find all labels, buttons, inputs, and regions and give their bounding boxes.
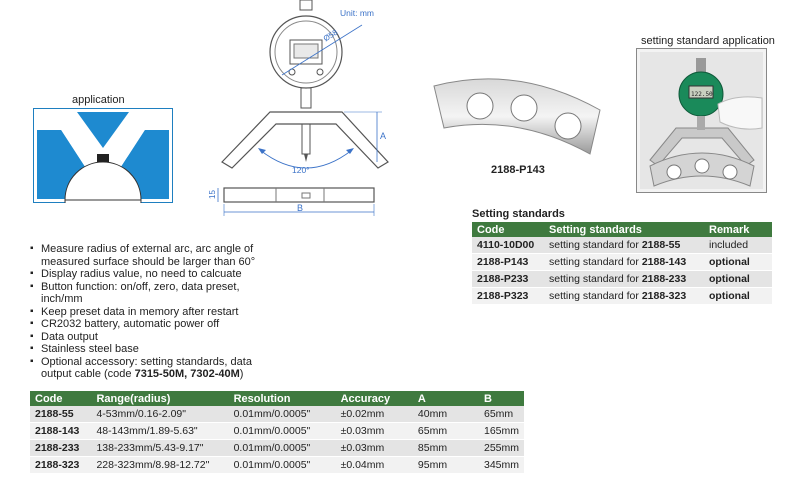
table-header: Code Setting standards Remark [472,222,772,237]
dim-b-label: B [297,203,304,213]
col-setting: Setting standards [544,222,704,237]
setting-application-label: setting standard application [641,35,775,47]
gauge-display: 122.50 [691,91,713,98]
setting-application-photo [636,48,767,193]
feature-item: CR2032 battery, automatic power off [30,318,275,331]
table-header: Code Range(radius) Resolution Accuracy A… [30,391,524,406]
table-row: 2188-P143 setting standard for 2188-143 … [472,253,772,271]
dim-15-label: 15 [207,190,217,199]
table-row: 2188-P233 setting standard for 2188-233 … [472,270,772,288]
dim-a-label: A [380,131,387,141]
feature-item: Stainless steel base [30,343,275,356]
feature-item: Keep preset data in memory after restart [30,306,275,319]
feature-list: Measure radius of external arc, arc angl… [30,243,275,381]
angle-label: 120° [292,165,310,175]
unit-label: Unit: mm [340,8,374,18]
gauge-drawing [217,0,389,216]
col-remark: Remark [704,222,772,237]
spec-table: Code Range(radius) Resolution Accuracy A… [30,391,524,474]
feature-item: Optional accessory: setting standards, d… [30,356,275,381]
setting-standard-image [433,78,601,155]
feature-item: Button function: on/off, zero, data pres… [30,281,275,306]
feature-item: Measure radius of external arc, arc angl… [30,243,275,268]
setting-standards-table: Code Setting standards Remark 4110-10D00… [472,222,772,305]
table-row: 4110-10D00 setting standard for 2188-55 … [472,237,772,254]
application-label: application [72,94,125,106]
setting-standards-title: Setting standards [472,208,565,220]
col-code: Code [472,222,544,237]
application-illustration [33,108,173,203]
part-label: 2188-P143 [491,164,545,176]
feature-item: Display radius value, no need to calcuat… [30,268,275,281]
table-row: 2188-P323 setting standard for 2188-323 … [472,287,772,305]
feature-item: Data output [30,331,275,344]
